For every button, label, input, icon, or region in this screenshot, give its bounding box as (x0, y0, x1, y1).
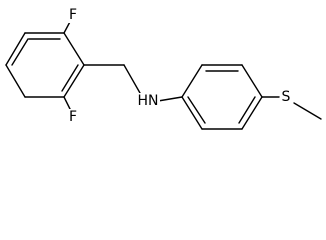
ring-a-bond-2 (63, 64, 85, 98)
substituent-bonds (63, 17, 183, 114)
fluorine-top-label-background (66, 7, 80, 23)
nitrogen-label-background (136, 93, 160, 110)
atom-labels: F F HN S (66, 7, 293, 125)
ring-a-bond-4 (5, 64, 26, 98)
thioether-bonds (261, 96, 322, 120)
thiophenyl-ring (181, 64, 263, 130)
methylene-nitrogen-bond (123, 64, 141, 94)
ring-b-bond-3 (241, 64, 263, 98)
ring-a-bond-1 (63, 32, 85, 66)
ring-b-bond-1 (181, 64, 203, 98)
fluorine-bottom-label-background (66, 109, 80, 125)
sulfur-label: S (282, 89, 291, 105)
ring-b-double-bond-3 (187, 96, 206, 124)
ring-b-bond-4 (241, 96, 263, 130)
fluorine-top-label: F (69, 7, 77, 23)
ring-a-double-bond-3 (61, 64, 79, 92)
ring-b-double-bond-2 (238, 96, 256, 124)
fluorine-bottom-label: F (69, 109, 77, 125)
chemical-structure-diagram: F F HN S (5, 7, 322, 130)
benzyl-difluoro-ring (5, 32, 85, 98)
ring-a-double-bond-2 (11, 38, 29, 66)
sulfur-methyl-bond (293, 102, 322, 120)
sulfur-label-background (280, 89, 293, 105)
nitrogen-label: HN (138, 93, 159, 109)
ring-a-bond-5 (5, 32, 26, 66)
ring-b-bond-6 (181, 96, 203, 130)
nitrogen-aryl-bond (157, 96, 183, 102)
